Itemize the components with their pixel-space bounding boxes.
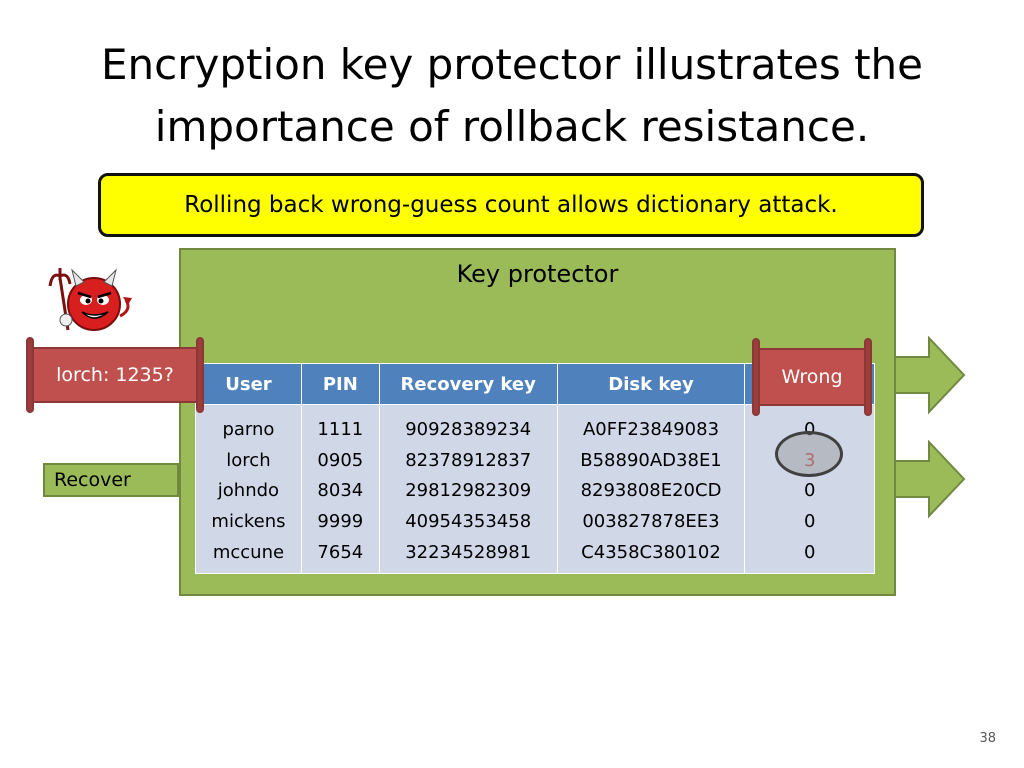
wrong-scroll-text: Wrong <box>781 366 843 388</box>
disk-key-cell: B58890AD38E1 <box>580 449 722 471</box>
disk-key-cell: A0FF23849083 <box>582 419 720 440</box>
guess-scroll-text: lorch: 1235? <box>56 364 174 386</box>
devil-icon <box>48 268 132 331</box>
wrong-count-cell: 0 <box>803 419 816 440</box>
disk-key-cell: 003827878EE3 <box>582 511 720 533</box>
header-recovery-key: Recovery key <box>378 363 558 405</box>
recovery-key-cell: 82378912837 <box>405 449 532 471</box>
recover-input-box: Recover <box>43 463 179 497</box>
recover-label: Recover <box>54 469 131 491</box>
recovery-key-cell: 90928389234 <box>405 419 532 440</box>
user-cell: lorch <box>226 449 271 471</box>
callout-box: Rolling back wrong-guess count allows di… <box>98 173 924 237</box>
recovery-key-column: 90928389234 82378912837 29812982309 4095… <box>378 404 558 574</box>
guess-scroll-banner: lorch: 1235? <box>26 337 204 413</box>
wrong-scroll-banner: Wrong <box>752 338 872 416</box>
callout-text: Rolling back wrong-guess count allows di… <box>184 192 838 218</box>
highlight-ring <box>775 431 843 477</box>
key-table: User PIN Recovery key Disk key parno lor… <box>195 363 875 574</box>
header-pin: PIN <box>300 363 380 405</box>
pin-cell: 9999 <box>317 511 364 533</box>
disk-key-column: A0FF23849083 B58890AD38E1 8293808E20CD 0… <box>556 404 746 574</box>
wrong-count-column: 0 3 0 0 0 <box>744 404 875 574</box>
wrong-count-cell: 0 <box>803 511 816 533</box>
key-protector-label: Key protector <box>456 260 619 288</box>
pin-column: 1111 0905 8034 9999 7654 <box>300 404 380 574</box>
user-cell: mickens <box>211 511 286 533</box>
wrong-count-cell: 0 <box>803 541 816 563</box>
user-cell: johndo <box>217 480 280 502</box>
pin-cell: 8034 <box>317 480 364 502</box>
disk-key-cell: C4358C380102 <box>581 541 721 563</box>
user-cell: parno <box>222 419 275 440</box>
disk-key-cell: 8293808E20CD <box>580 480 722 502</box>
user-column: parno lorch johndo mickens mccune <box>195 404 302 574</box>
user-cell: mccune <box>212 541 285 563</box>
table-body-row: parno lorch johndo mickens mccune 1111 0… <box>195 404 875 574</box>
pin-cell: 0905 <box>317 449 364 471</box>
slide-title: Encryption key protector illustrates the… <box>100 40 924 151</box>
header-disk-key: Disk key <box>556 363 746 405</box>
page-number: 38 <box>979 731 996 746</box>
pin-cell: 7654 <box>317 541 364 563</box>
table-header-row: User PIN Recovery key Disk key <box>195 363 875 405</box>
recovery-key-cell: 40954353458 <box>405 511 532 533</box>
recovery-key-cell: 29812982309 <box>405 480 532 502</box>
header-user: User <box>195 363 302 405</box>
wrong-count-cell: 0 <box>803 480 816 502</box>
recovery-key-cell: 32234528981 <box>405 541 532 563</box>
pin-cell: 1111 <box>317 419 364 440</box>
